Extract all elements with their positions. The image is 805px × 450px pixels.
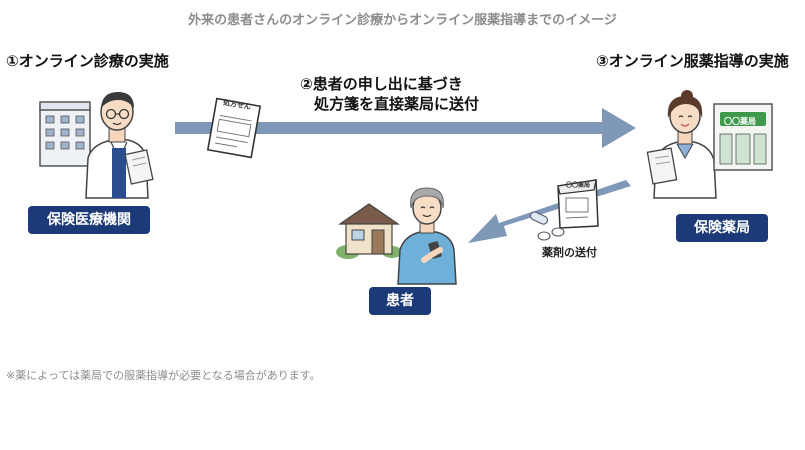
step3-label: ③オンライン服薬指導の実施	[596, 52, 789, 70]
medicine-bag-icon	[557, 179, 599, 229]
prescription-paper-icon	[206, 97, 262, 159]
footnote: ※薬によっては薬局での服薬指導が必要となる場合があります。	[6, 369, 321, 382]
step2-label: ②患者の申し出に基づき 処方箋を直接薬局に送付	[300, 74, 479, 114]
step1-label: ①オンライン診療の実施	[6, 52, 169, 70]
badge-hospital: 保険医療機関	[28, 206, 150, 234]
step2-line1: ②患者の申し出に基づき	[300, 75, 463, 93]
pharmacist-icon	[646, 90, 717, 199]
diagram-title: 外来の患者さんのオンライン診療からオンライン服薬指導までのイメージ	[188, 13, 617, 28]
step2-line2: 処方箋を直接薬局に送付	[314, 95, 480, 113]
doctor-icon	[85, 92, 154, 199]
badge-patient: 患者	[369, 287, 431, 315]
pharmacy-building-icon	[713, 103, 773, 171]
patient-icon	[397, 187, 457, 285]
pharmacy-sign: 〇〇薬局	[724, 117, 756, 126]
pills-icon	[529, 211, 565, 241]
badge-pharmacy: 保険薬局	[676, 214, 768, 242]
delivery-label: 薬剤の送付	[542, 246, 597, 259]
house-icon	[336, 203, 402, 259]
bag-label: 〇〇薬局	[566, 182, 591, 189]
hospital-building-icon	[39, 101, 91, 167]
